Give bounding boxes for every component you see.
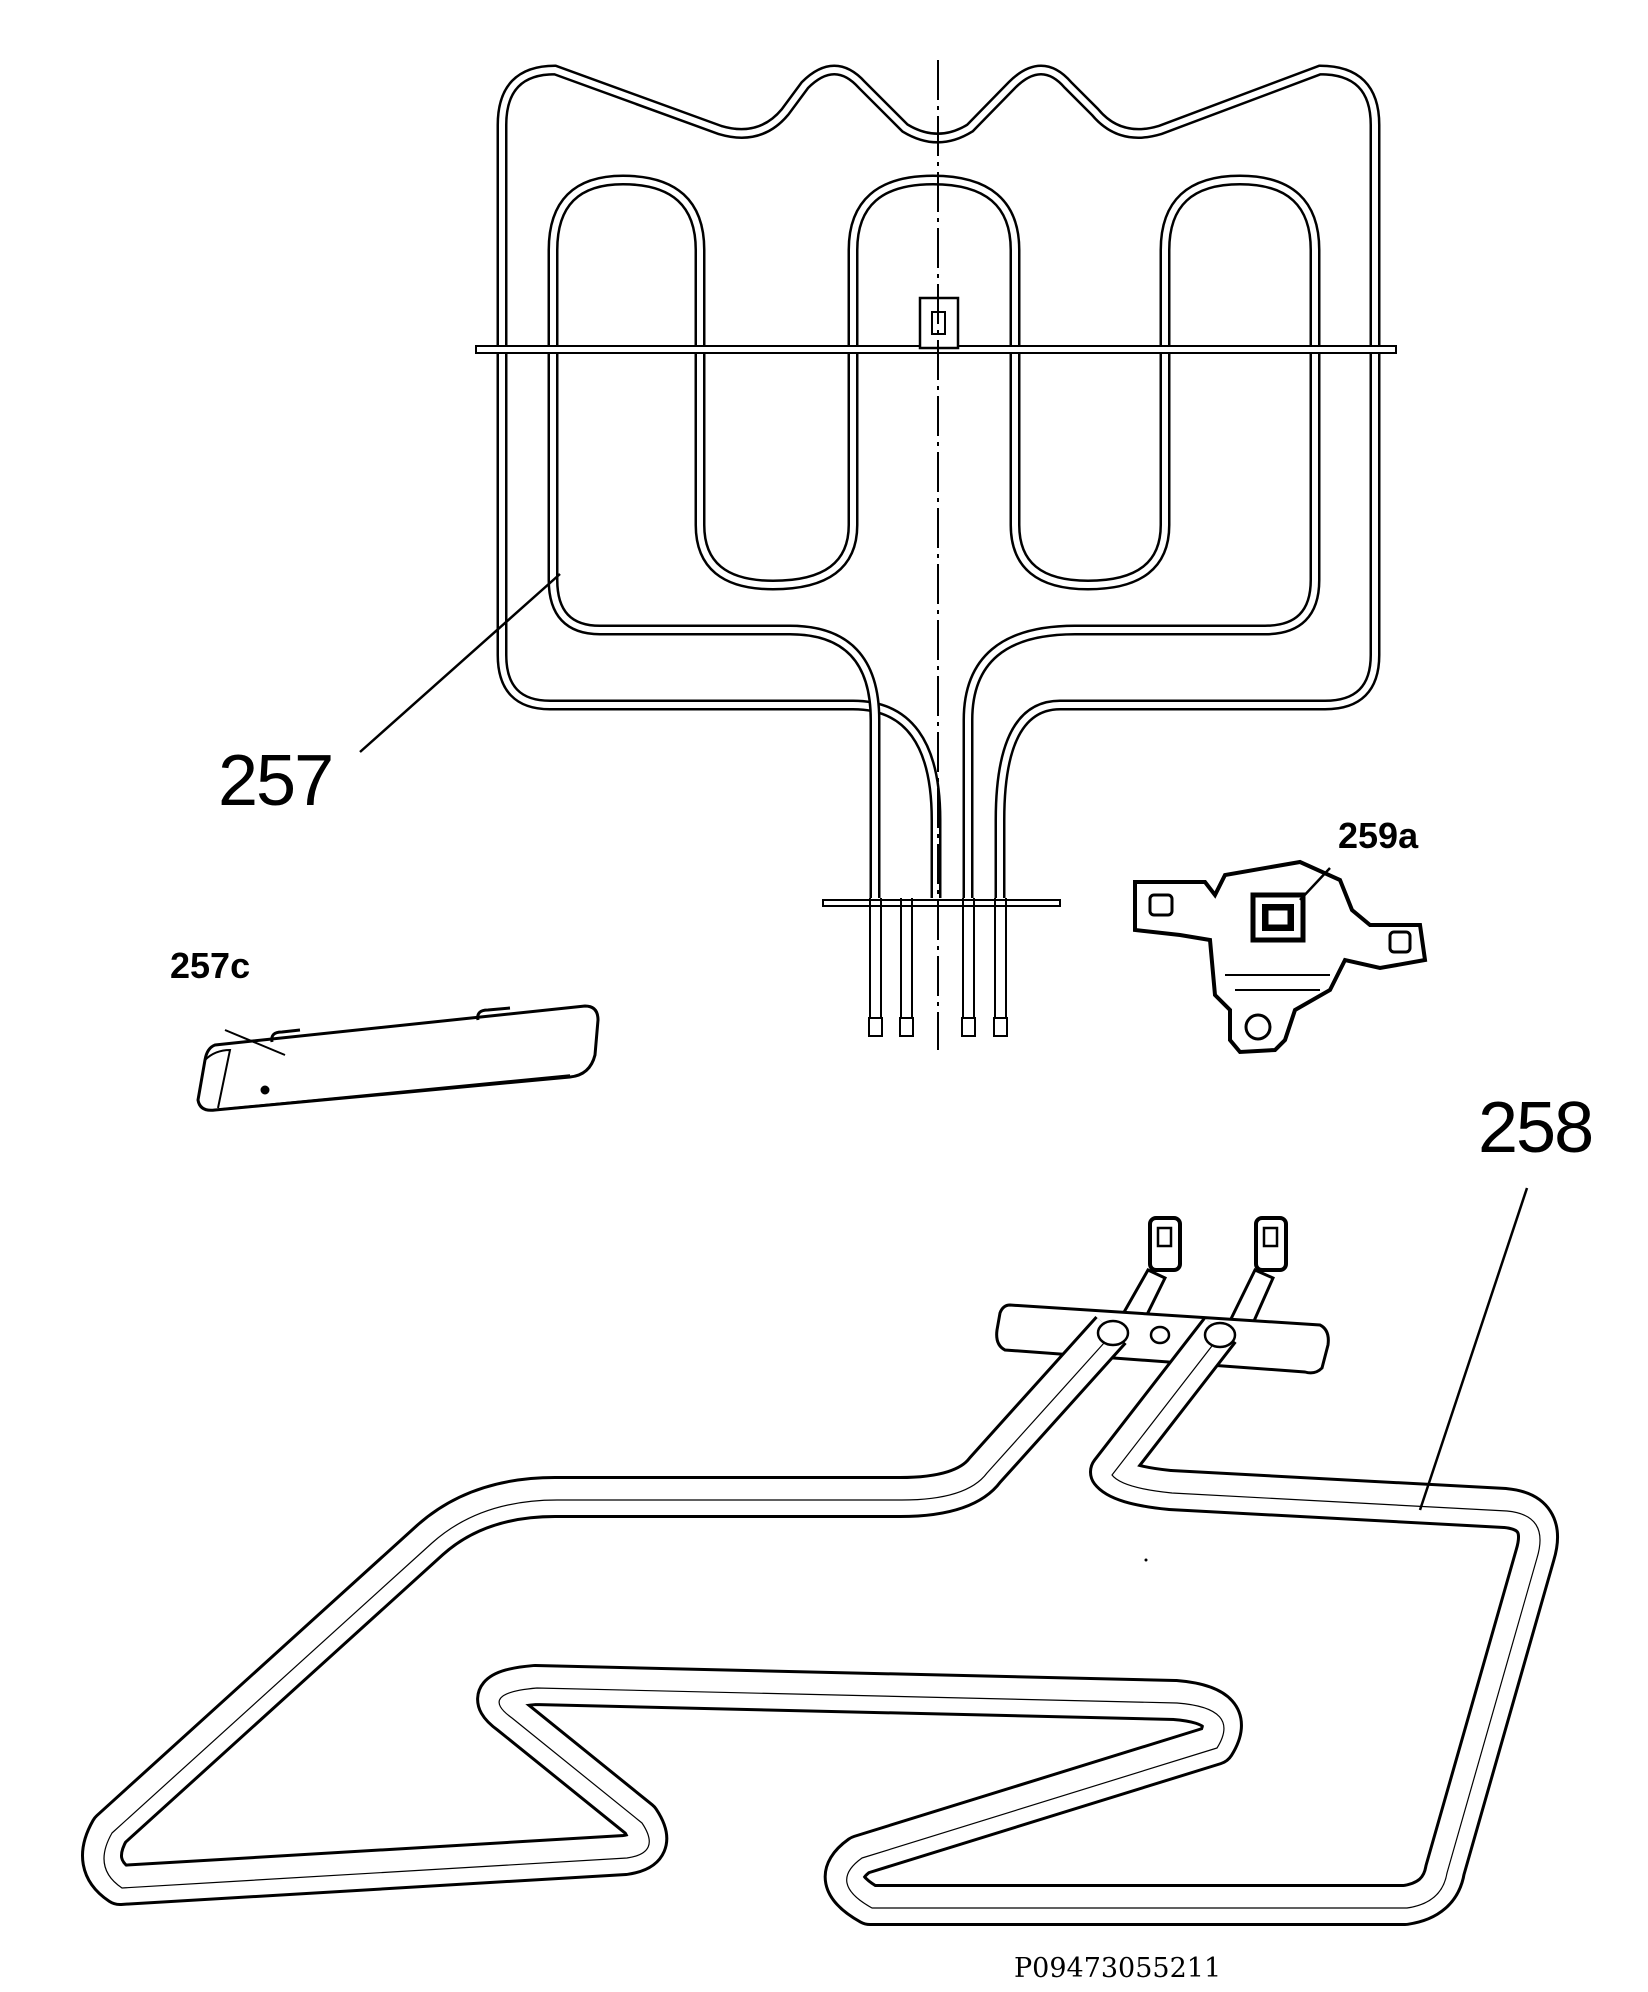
leader-line-257c xyxy=(224,1029,286,1056)
callout-257c: 257c xyxy=(170,945,251,986)
drawing-code: P09473055211 xyxy=(1014,1953,1222,1984)
bottom-element-tube xyxy=(81,1315,1559,1926)
terminal-ends xyxy=(868,1017,1008,1037)
leader-line-258 xyxy=(1418,1187,1529,1511)
callout-259a: 259a xyxy=(1338,815,1419,856)
mounting-plate xyxy=(822,899,1061,907)
callout-258: 258 xyxy=(1478,1088,1594,1168)
cover-strip-257c xyxy=(196,1004,600,1112)
callout-257: 257 xyxy=(218,741,334,821)
leader-line-259a xyxy=(1299,867,1331,901)
leader-line-257 xyxy=(359,573,561,753)
thermostat-259a xyxy=(1133,859,1428,1055)
bottom-heating-element-258 xyxy=(81,1187,1559,1926)
grill-heating-element-257 xyxy=(359,60,1397,1050)
